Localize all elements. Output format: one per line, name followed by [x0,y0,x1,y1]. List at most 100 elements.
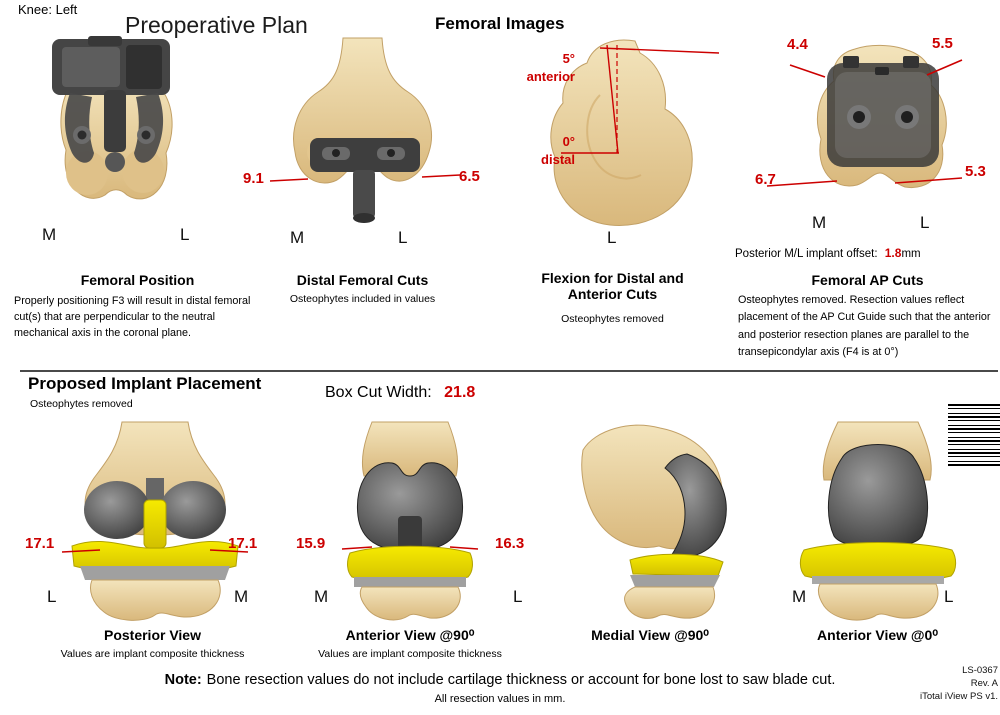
medial-view-90-image [581,424,727,619]
anterior-angle-value: 5° [562,51,575,66]
tibial-tray [354,577,466,587]
view-note: Values are implant composite thickness [60,648,245,660]
femoral-position-image [52,36,173,200]
tibia-bone [90,579,221,621]
posterior-lateral-line [894,177,963,184]
anterior-axis-line [606,44,619,154]
document-info: LS-0367 Rev. A iTotal iView PS v1. [858,665,998,703]
femur-bone [550,39,693,226]
anterior-angle-text: anterior [526,69,575,85]
panel-note: Osteophytes removed [561,313,664,325]
lateral-label: L [513,587,523,606]
lateral-label: L [920,213,930,232]
right-thickness-value: 16.3 [495,535,525,552]
right-thickness-line [449,546,479,550]
femoral-position-panel: M L Femoral Position Properly positionin… [10,30,265,360]
medial-label: M [792,587,807,606]
medial-resection-line [269,178,309,182]
posterior-view-panel: 17.1 17.1 L M Posterior View Values are … [20,415,285,665]
panel-note: Osteophytes included in values [289,293,436,305]
implant-placement-title: Proposed Implant Placement [28,374,262,393]
posterior-medial-line [766,180,838,187]
panel-title: Femoral AP Cuts [811,272,924,288]
posterior-medial-value: 6.7 [755,171,776,188]
offset-value: 1.8 [884,246,902,260]
left-thickness-line [61,549,101,553]
left-thickness-value: 15.9 [296,535,326,552]
cut-guide [310,138,420,172]
guide-post [353,170,375,218]
medial-label: M [42,225,57,244]
view-title: Posterior View [103,627,201,643]
posterior-lateral-value: 5.3 [965,163,986,180]
medial-label: M [314,587,329,606]
box-cut-row: Box Cut Width: 21.8 [325,384,475,402]
view-note: Values are implant composite thickness [318,648,502,660]
anterior-medial-line [789,64,826,78]
femoral-ap-cuts-panel: 4.4 5.5 6.7 5.3 M L Posterior M/L implan… [735,30,1000,370]
distal-angle-value: 0° [562,134,575,149]
panel-description: Properly positioning F3 will result in d… [14,295,251,340]
lateral-resection-line [421,174,461,178]
tibial-tray [80,566,230,580]
top-reference-line [599,47,720,54]
footer-units-note: All resection values in mm. [434,693,566,705]
tibial-insert [799,542,957,584]
distal-femoral-cuts-image [269,37,461,223]
distal-femoral-cuts-panel: 9.1 6.5 M L Distal Femoral Cuts Osteophy… [240,30,485,360]
document-revision: Rev. A [970,677,998,689]
tibial-insert [629,553,724,577]
box-cut-label: Box Cut Width: [325,384,432,401]
flexion-panel: 5° anterior 0° distal L Flexion for Dist… [505,30,720,360]
lateral-label: L [398,228,408,247]
right-thickness-value: 17.1 [228,535,258,552]
anterior-angle-label: 5° anterior [513,50,575,86]
lateral-cut-value: 6.5 [459,168,480,185]
view-title: Medial View @90⁰ [591,627,709,643]
femoral-ap-cuts-image [766,44,963,189]
lateral-label: L [607,228,617,247]
medial-condyle-implant [84,481,150,539]
panel-description: Osteophytes removed. Resection values re… [738,294,991,358]
flexion-image [550,39,720,226]
tibia-bone [817,583,939,621]
view-title: Anterior View @0⁰ [817,627,938,643]
femoral-images-section-title: Femoral Images [435,14,565,33]
implant-offset-row: Posterior M/L implant offset: 1.8mm [735,246,1000,260]
view-title: Anterior View @90⁰ [345,627,475,643]
left-thickness-value: 17.1 [25,535,55,552]
note-label: Note: [164,672,202,688]
panel-title: Flexion for Distal and Anterior Cuts [541,270,684,302]
barcode [948,404,1000,468]
software-version: iTotal iView PS v1. [920,690,998,702]
tibia-bone [359,586,461,621]
panel-title: Femoral Position [80,272,195,288]
implant-placement-note: Osteophytes removed [30,398,133,410]
distal-angle-text: distal [541,152,575,168]
left-thickness-line [341,546,373,550]
ap-cut-guide [827,63,939,167]
distal-angle-label: 0° distal [513,133,575,169]
femoral-component [664,453,727,558]
medial-label: M [234,587,249,606]
anterior-view-90-panel: 15.9 16.3 M L Anterior View @90⁰ Values … [285,415,535,665]
box-cut-value: 21.8 [444,384,476,401]
tibia-bone [624,586,715,619]
tibial-insert [347,545,473,584]
tibial-post [143,499,167,549]
panel-title: Distal Femoral Cuts [296,272,429,288]
medial-view-90-panel: Medial View @90⁰ [545,415,755,665]
right-thickness-line [209,549,249,553]
note-text: Bone resection values do not include car… [206,672,836,688]
posterior-view-image [61,421,249,621]
lateral-label: L [180,225,190,244]
anterior-lateral-line [926,59,963,76]
femoral-component [827,444,929,549]
medial-label: M [812,213,827,232]
anterior-view-0-image [799,421,957,621]
lateral-condyle-implant [160,481,226,539]
section-divider [20,370,998,372]
page-title: Preoperative Plan [125,12,308,38]
tibial-tray [812,576,944,584]
